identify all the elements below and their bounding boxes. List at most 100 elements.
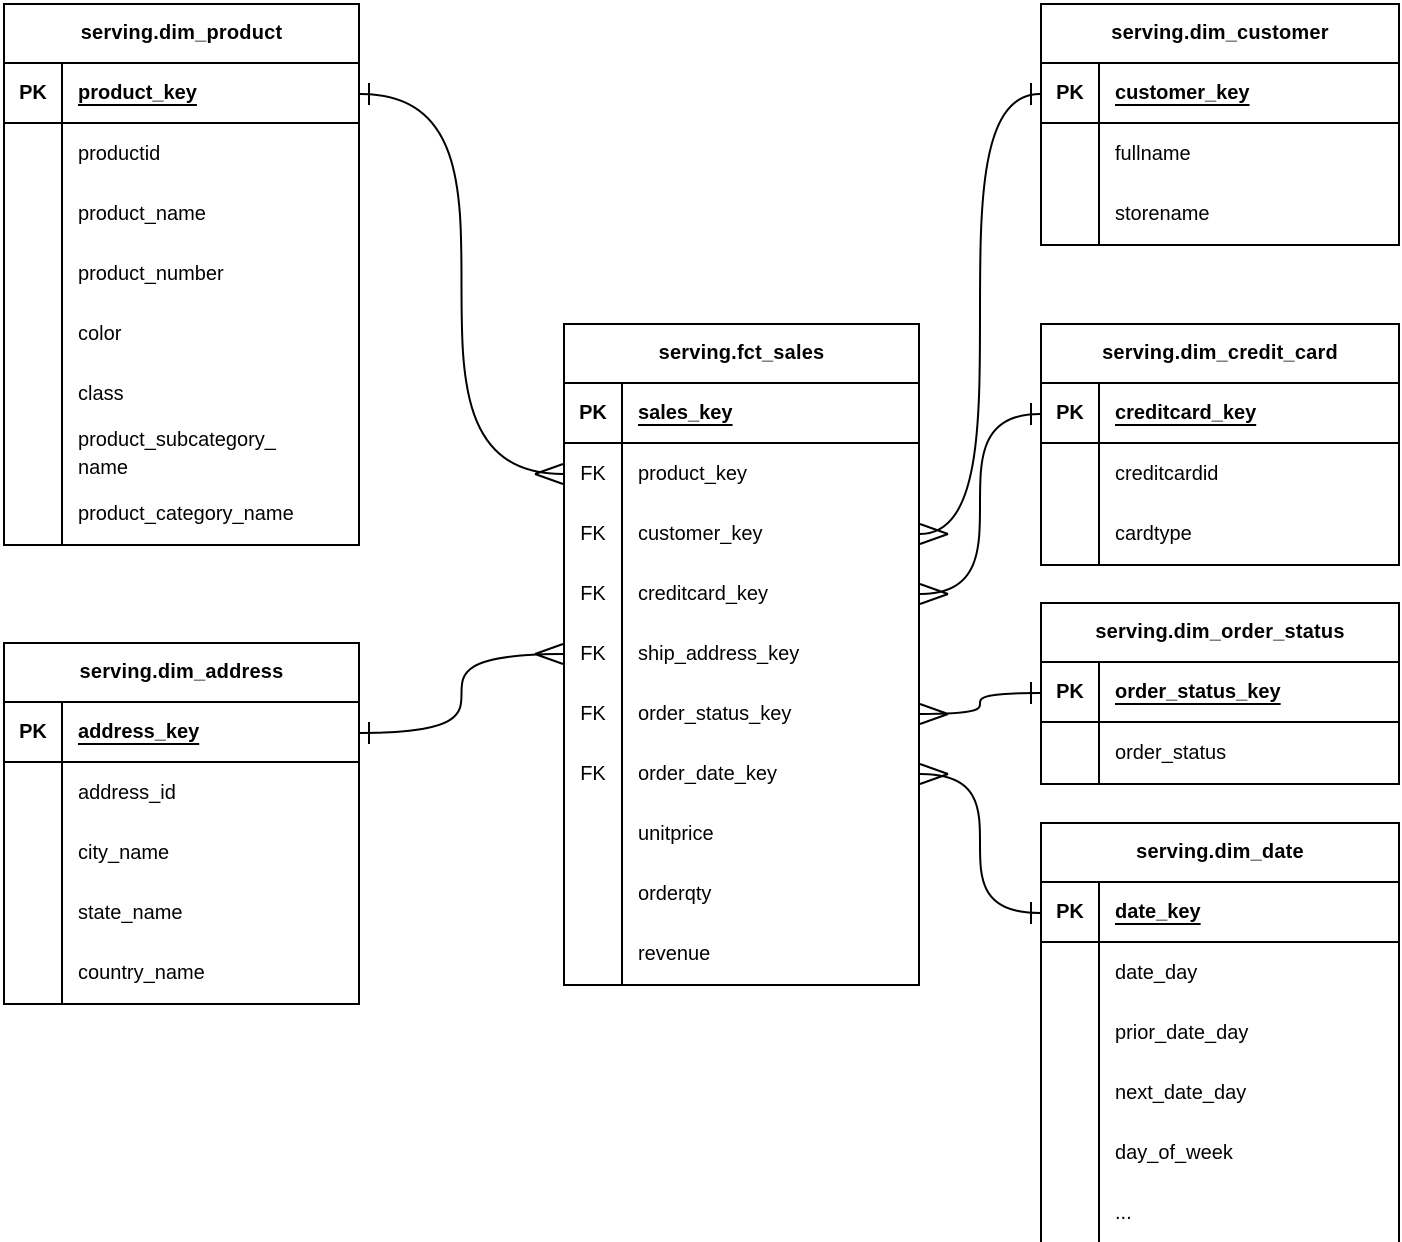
- field-label: revenue: [638, 943, 711, 965]
- empty-badge: [1042, 1003, 1100, 1063]
- field-label: product_key: [638, 463, 747, 485]
- relationship-sales-orderstatus: [919, 682, 1041, 725]
- field-label: fullname: [1115, 143, 1191, 165]
- many-crows-foot-icon: [919, 523, 949, 545]
- relationship-line: [919, 93, 1041, 535]
- field-row-city_name: city_name: [5, 823, 358, 883]
- field-row-date_day: date_day: [1042, 943, 1398, 1003]
- relationship-sales-creditcard: [919, 403, 1041, 605]
- fk-badge: FK: [565, 684, 623, 744]
- field-label: order_status_key: [638, 703, 792, 725]
- field-row-orderqty: orderqty: [565, 864, 918, 924]
- field-row-class: class: [5, 364, 358, 424]
- empty-badge: [5, 244, 63, 304]
- field-label: creditcardid: [1115, 463, 1219, 485]
- field-label: day_of_week: [1115, 1142, 1233, 1164]
- primary-key-field: date_key: [1115, 901, 1201, 923]
- fk-badge: FK: [565, 624, 623, 684]
- field-row-state_name: state_name: [5, 883, 358, 943]
- field-row-product_category_name: product_category_name: [5, 484, 358, 544]
- field-label: creditcard_key: [638, 583, 769, 605]
- empty-badge: [565, 864, 623, 924]
- fk-badge: FK: [565, 444, 623, 504]
- relationship-line: [359, 653, 564, 734]
- pk-badge: PK: [5, 64, 63, 122]
- field-row-order_status: order_status: [1042, 723, 1398, 783]
- field-label: unitprice: [638, 823, 714, 845]
- field-label: state_name: [78, 902, 183, 924]
- empty-badge: [5, 823, 63, 883]
- field-label: product_subcategory_ name: [78, 429, 276, 479]
- field-row-creditcardid: creditcardid: [1042, 444, 1398, 504]
- field-label: order_status: [1115, 742, 1227, 764]
- field-row-productid: productid: [5, 124, 358, 184]
- entity-title-dim_product: serving.dim_product: [5, 5, 358, 64]
- empty-badge: [5, 943, 63, 1003]
- relationship-line: [919, 692, 1041, 715]
- empty-badge: [1042, 124, 1100, 184]
- field-label: color: [78, 323, 122, 345]
- field-label: product_number: [78, 263, 224, 285]
- relationship-line: [359, 93, 564, 475]
- pk-badge: PK: [1042, 883, 1100, 941]
- field-label: storename: [1115, 203, 1210, 225]
- empty-badge: [1042, 444, 1100, 504]
- relationship-sales-product: [359, 83, 564, 485]
- pk-badge: PK: [565, 384, 623, 442]
- empty-badge: [5, 124, 63, 184]
- field-label: date_day: [1115, 962, 1198, 984]
- empty-badge: [565, 924, 623, 984]
- relationship-sales-address: [359, 643, 564, 744]
- field-label: next_date_day: [1115, 1082, 1247, 1104]
- field-row-country_name: country_name: [5, 943, 358, 1003]
- field-row-revenue: revenue: [565, 924, 918, 984]
- empty-badge: [5, 763, 63, 823]
- field-row-address_id: address_id: [5, 763, 358, 823]
- field-row-fullname: fullname: [1042, 124, 1398, 184]
- entity-title-dim_order_status: serving.dim_order_status: [1042, 604, 1398, 663]
- many-crows-foot-icon: [534, 463, 564, 485]
- primary-key-field: product_key: [78, 82, 197, 104]
- empty-badge: [1042, 1063, 1100, 1123]
- field-row-address_key: PK address_key: [5, 703, 358, 763]
- relationship-line: [919, 773, 1041, 914]
- field-label: class: [78, 383, 124, 405]
- entity-title-dim_credit_card: serving.dim_credit_card: [1042, 325, 1398, 384]
- pk-badge: PK: [1042, 384, 1100, 442]
- empty-badge: [565, 804, 623, 864]
- field-row-day_of_week: day_of_week: [1042, 1123, 1398, 1183]
- field-row-creditcard_key: PK creditcard_key: [1042, 384, 1398, 444]
- field-row-product_subcategory_name: product_subcategory_ name: [5, 424, 358, 484]
- empty-badge: [5, 364, 63, 424]
- field-label: order_date_key: [638, 763, 777, 785]
- many-crows-foot-icon: [919, 583, 949, 605]
- field-row-product_key: FK product_key: [565, 444, 918, 504]
- field-row-product_key: PK product_key: [5, 64, 358, 124]
- entity-title-dim_address: serving.dim_address: [5, 644, 358, 703]
- primary-key-field: sales_key: [638, 402, 733, 424]
- field-label: customer_key: [638, 523, 763, 545]
- fk-badge: FK: [565, 504, 623, 564]
- primary-key-field: order_status_key: [1115, 681, 1281, 703]
- pk-badge: PK: [5, 703, 63, 761]
- many-crows-foot-icon: [919, 703, 949, 725]
- field-label: productid: [78, 143, 161, 165]
- primary-key-field: address_key: [78, 721, 200, 743]
- field-row-sales_key: PK sales_key: [565, 384, 918, 444]
- empty-badge: [5, 883, 63, 943]
- empty-badge: [1042, 1183, 1100, 1242]
- primary-key-field: customer_key: [1115, 82, 1250, 104]
- field-label: ...: [1115, 1202, 1132, 1224]
- primary-key-field: creditcard_key: [1115, 402, 1257, 424]
- field-row-color: color: [5, 304, 358, 364]
- relationship-sales-orderdate: [919, 763, 1041, 924]
- entity-title-fct_sales: serving.fct_sales: [565, 325, 918, 384]
